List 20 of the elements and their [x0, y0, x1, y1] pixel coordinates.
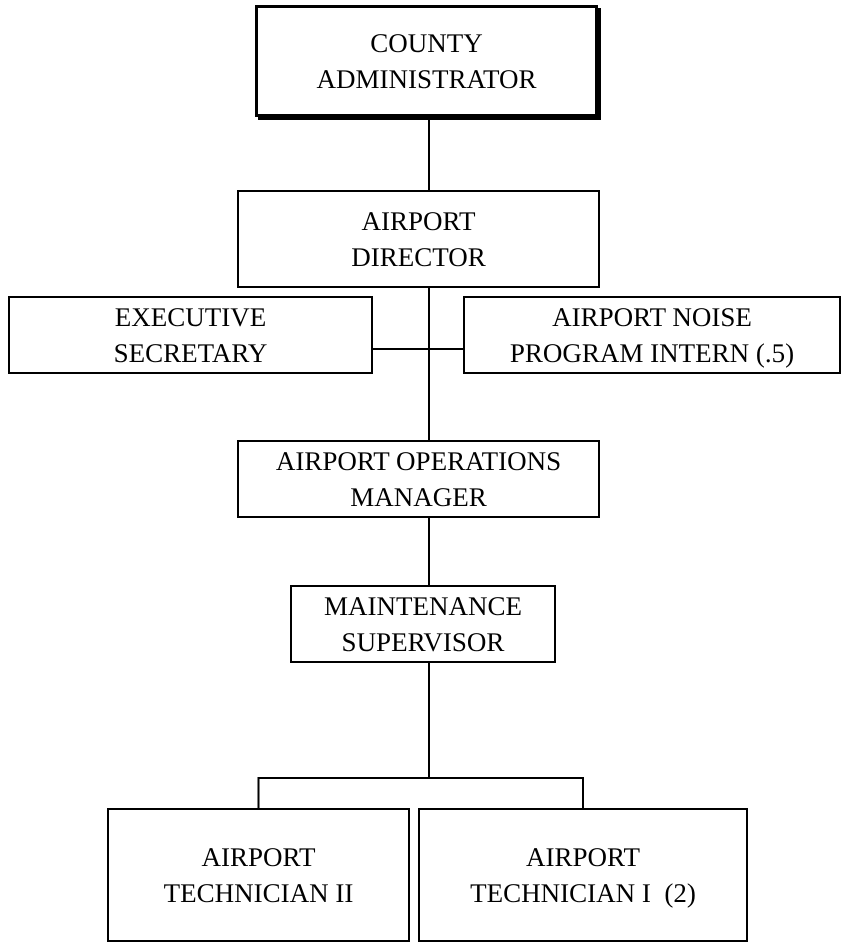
role-box — [290, 585, 556, 663]
role-title: AIRPORT OPERATIONS MANAGER — [274, 445, 562, 514]
role-title: EXECUTIVE SECRETARY — [112, 301, 268, 370]
role-box — [8, 296, 373, 374]
role-box — [255, 5, 598, 117]
role-box — [107, 808, 410, 942]
role-title: AIRPORT TECHNICIAN II — [162, 841, 354, 910]
connector-line — [428, 663, 584, 808]
role-box — [237, 440, 600, 518]
role-title: MAINTENANCE SUPERVISOR — [323, 590, 523, 659]
connector-line — [428, 288, 430, 440]
role-box — [463, 296, 841, 374]
connector-line — [428, 117, 430, 190]
role-box — [237, 190, 600, 288]
role-title: AIRPORT NOISE PROGRAM INTERN (.5) — [508, 301, 796, 370]
role-box — [418, 808, 748, 942]
connector-line — [428, 518, 430, 585]
role-title: COUNTY ADMINISTRATOR — [315, 27, 538, 96]
role-title: AIRPORT DIRECTOR — [350, 205, 487, 274]
role-title: AIRPORT TECHNICIAN I (2) — [469, 841, 697, 910]
